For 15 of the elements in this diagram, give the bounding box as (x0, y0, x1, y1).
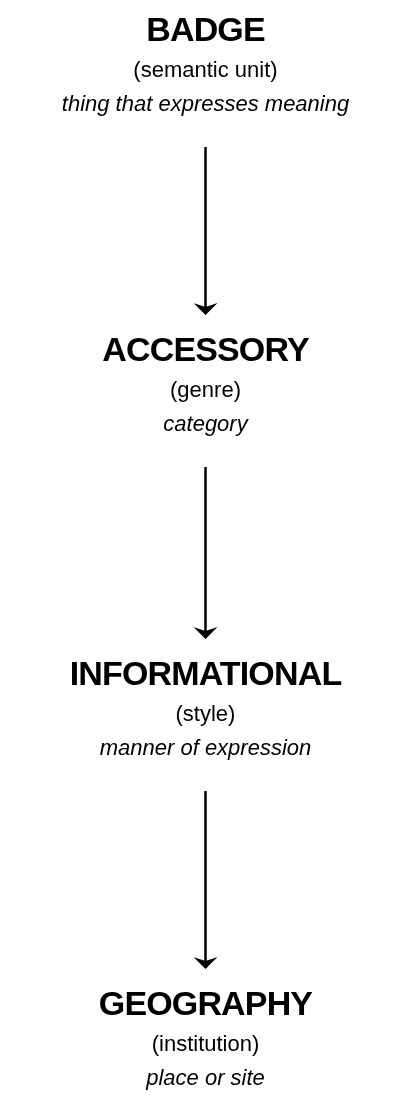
node-description: category (163, 409, 248, 438)
node-title: BADGE (146, 9, 265, 50)
node-description: manner of expression (99, 733, 312, 762)
node-subtitle: (semantic unit) (133, 55, 278, 84)
node-subtitle: (style) (175, 699, 236, 728)
arrow (193, 791, 218, 969)
node-description: thing that expresses meaning (61, 89, 350, 118)
arrow (193, 467, 218, 639)
arrow (193, 147, 218, 315)
node-title: ACCESSORY (102, 329, 309, 370)
node-description: place or site (146, 1063, 265, 1092)
node-title: GEOGRAPHY (98, 983, 313, 1024)
node-title: INFORMATIONAL (69, 653, 342, 694)
node-subtitle: (genre) (170, 375, 241, 404)
node-subtitle: (institution) (151, 1029, 260, 1058)
